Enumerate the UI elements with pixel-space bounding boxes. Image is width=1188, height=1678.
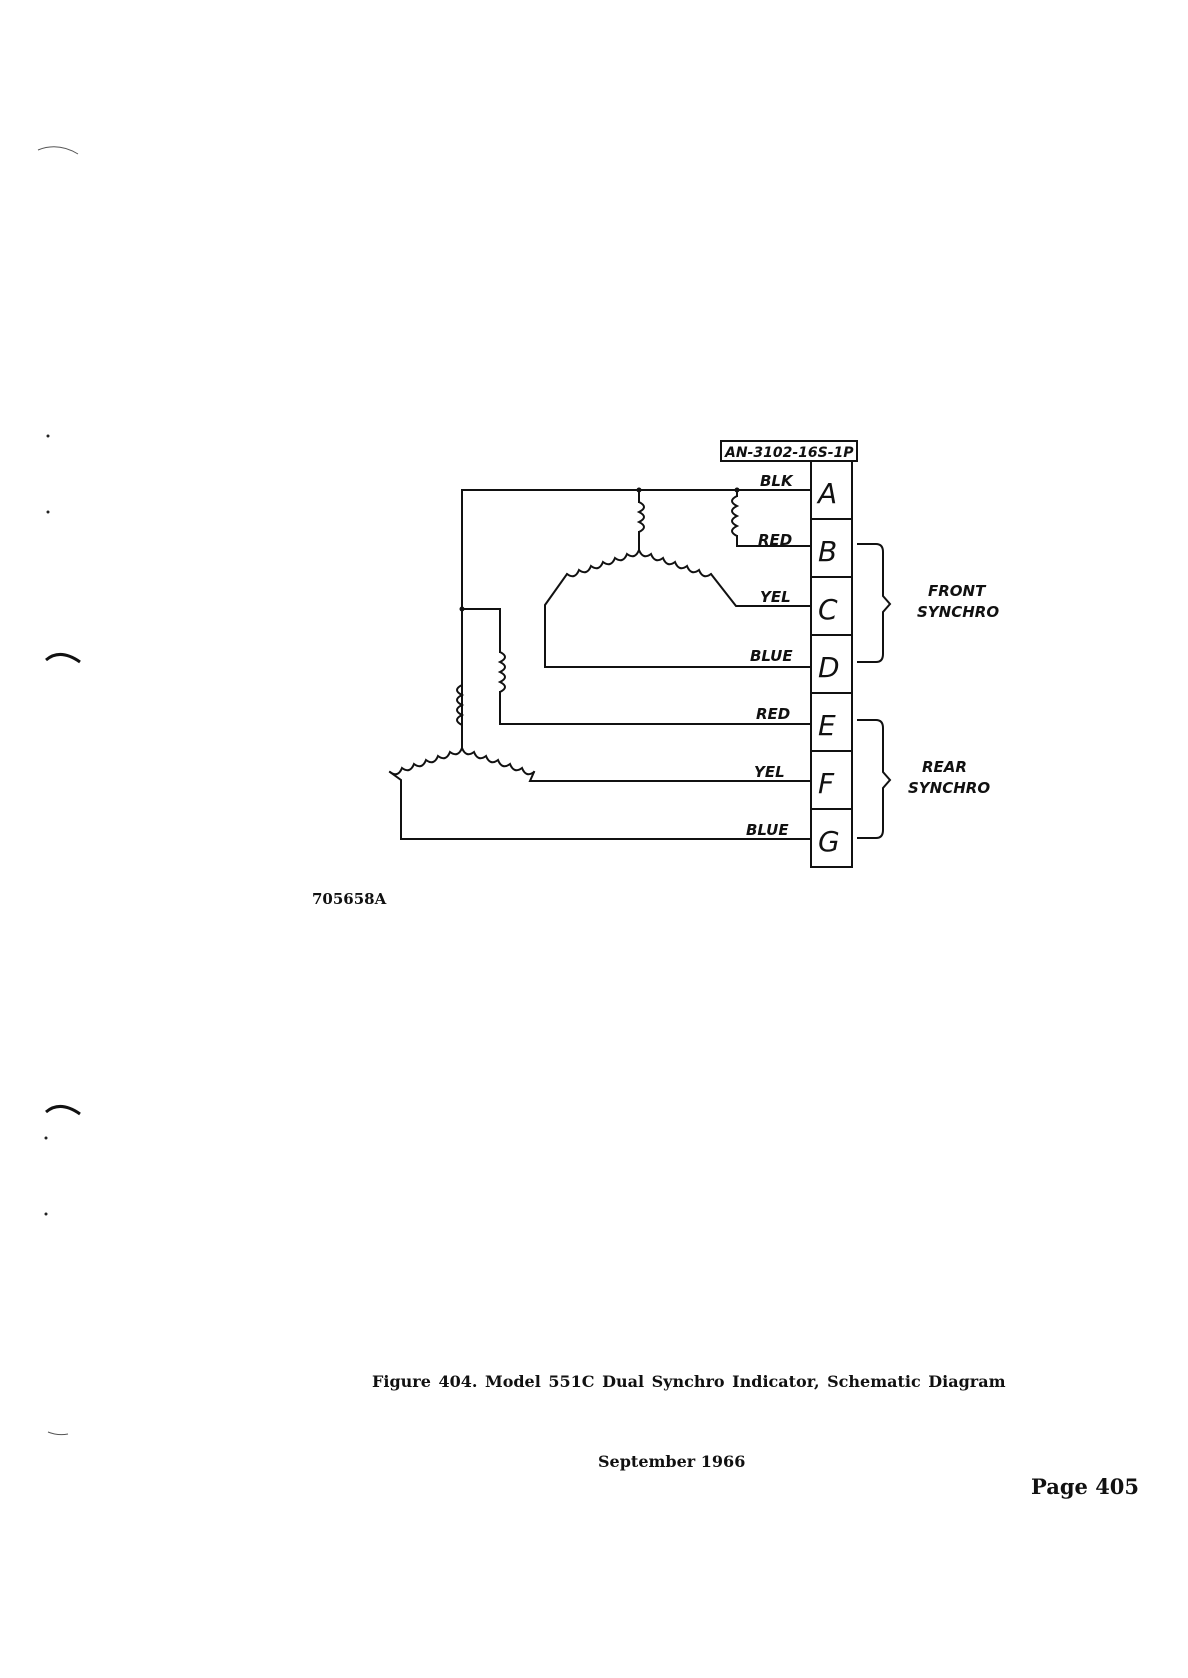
front-synchro-brace: FRONT SYNCHRO xyxy=(858,544,999,662)
connector-header: AN-3102-16S-1P xyxy=(721,441,857,461)
wire-label-red-rear: RED xyxy=(756,705,790,723)
rear-synchro-label-line2: SYNCHRO xyxy=(908,779,990,797)
pin-b-letter: B xyxy=(818,535,837,568)
wire-labels: BLK RED YEL BLUE RED YEL BLUE xyxy=(746,472,794,839)
wire-label-blue-front: BLUE xyxy=(750,647,793,665)
pin-e-letter: E xyxy=(818,709,836,742)
drawing-number: 705658A xyxy=(312,890,386,908)
wire-label-blue-rear: BLUE xyxy=(746,821,789,839)
publication-date: September 1966 xyxy=(598,1452,745,1471)
pin-d-letter: D xyxy=(818,651,840,684)
page-number: Page 405 xyxy=(1031,1474,1139,1499)
rear-synchro-brace: REAR SYNCHRO xyxy=(858,720,990,838)
scan-artifacts xyxy=(38,147,80,1435)
wiring xyxy=(390,488,811,840)
wire-label-blk: BLK xyxy=(760,472,794,490)
connector-label: AN-3102-16S-1P xyxy=(724,445,854,461)
pin-c-letter: C xyxy=(818,593,838,626)
terminal-block: A B C D E F G xyxy=(811,461,852,867)
front-synchro-label-line2: SYNCHRO xyxy=(917,603,999,621)
wire-label-yel-front: YEL xyxy=(760,588,791,606)
wire-label-yel-rear: YEL xyxy=(754,763,785,781)
figure-caption: Figure 404. Model 551C Dual Synchro Indi… xyxy=(372,1372,1006,1391)
rear-synchro-label-line1: REAR xyxy=(922,758,967,776)
pin-f-letter: F xyxy=(818,767,835,800)
pin-g-letter: G xyxy=(818,825,840,858)
pin-a-letter: A xyxy=(816,477,837,510)
front-synchro-label-line1: FRONT xyxy=(928,582,987,600)
